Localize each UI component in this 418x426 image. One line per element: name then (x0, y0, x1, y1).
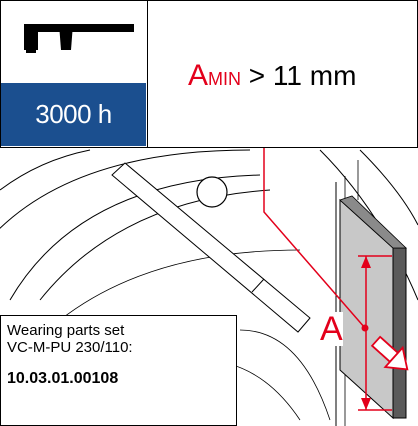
spec-threshold: > 11 mm (241, 60, 357, 91)
housing-arc-right-inner (359, 149, 418, 226)
caliper-icon-area (1, 1, 146, 83)
parts-title: Wearing parts set (7, 322, 125, 339)
service-interval-value: 3000 h (1, 83, 146, 146)
rotor-arc-inner (39, 189, 271, 301)
caliper-icon (24, 24, 134, 53)
dimension-label: A (320, 310, 343, 348)
spec-subscript: MIN (208, 69, 242, 89)
vane-top (339, 195, 407, 249)
leader-line (263, 148, 366, 329)
dimension-arrow-bottom (361, 398, 371, 410)
service-interval-box: 3000 h (0, 0, 148, 148)
housing-arc-outer (0, 149, 251, 229)
wear-limit-box: AMIN > 11 mm (148, 0, 418, 148)
housing-arc-top (0, 149, 91, 191)
spec-symbol: A (188, 59, 209, 92)
part-number: 10.03.01.00108 (7, 370, 119, 387)
wear-limit-spec: AMIN > 11 mm (188, 61, 356, 94)
hub-arc-outer (239, 329, 331, 421)
dimension-arrow-top (361, 256, 371, 268)
wear-direction-icon (370, 335, 409, 371)
vane-slot-divider (251, 278, 265, 293)
parts-model: VC-M-PU 230/110: (7, 339, 133, 356)
rotor-arc-third (59, 249, 301, 321)
bolt-hole (196, 176, 228, 208)
leader-dot (361, 324, 369, 332)
wearing-parts-box: Wearing parts set VC-M-PU 230/110: 10.03… (0, 315, 237, 426)
vane-slot (111, 162, 311, 333)
vane-edge (392, 247, 407, 419)
